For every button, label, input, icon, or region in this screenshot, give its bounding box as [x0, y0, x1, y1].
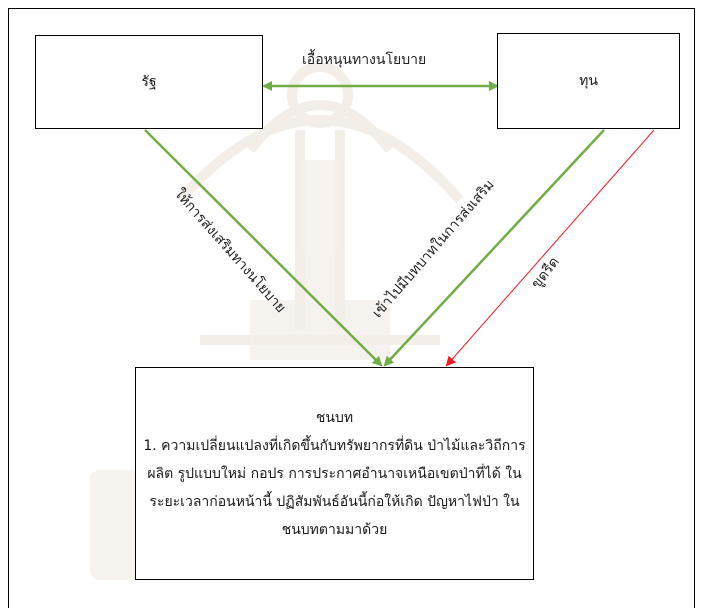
node-rural-line-4: ชนบทตามมาด้วย — [281, 521, 388, 538]
node-state: รัฐ — [35, 35, 263, 129]
edge-state-rural — [144, 129, 383, 367]
node-rural-line-1: 1. ความเปลี่ยนแปลงที่เกิดขึ้นกับทรัพยากร… — [143, 437, 526, 454]
edge-label-state-capital: เอื้อหนุนทางนโยบาย — [302, 52, 427, 68]
node-rural-title: ชนบท — [315, 409, 354, 426]
node-capital: ทุน — [497, 33, 680, 129]
edge-capital-rural — [383, 129, 605, 367]
edge-capital-rural-exploit — [445, 129, 655, 367]
node-rural-line-3: ระยะเวลาก่อนหน้านี้ ปฏิสัมพันธ์อันนี้ก่อ… — [149, 493, 520, 510]
outer-frame — [8, 8, 695, 608]
node-state-label: รัฐ — [141, 74, 157, 90]
node-capital-label: ทุน — [579, 73, 598, 89]
node-rural-line-2: ผลิต รูปแบบใหม่ กอปร การประกาศอำนาจเหนือ… — [147, 465, 522, 482]
node-rural: ชนบท 1. ความเปลี่ยนแปลงที่เกิดขึ้นกับทรั… — [135, 367, 534, 580]
